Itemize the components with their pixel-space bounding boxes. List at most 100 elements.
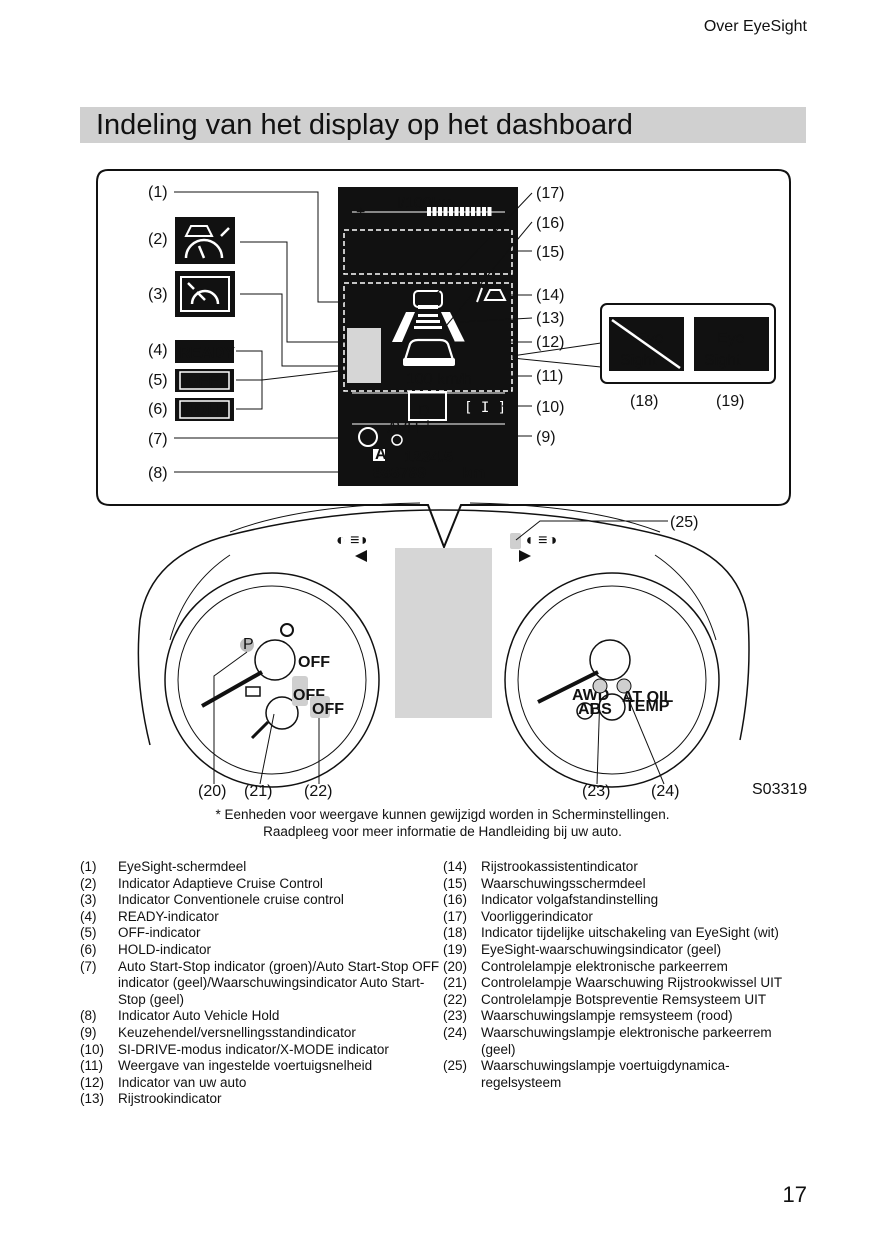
parking-brake-p: P (243, 636, 254, 653)
footnote-manual: Raadpleeg voor meer informatie de Handle… (263, 824, 622, 839)
leader-lines (174, 191, 533, 473)
legend-item: (18)Indicator tijdelijke uitschakeling v… (443, 925, 808, 942)
avh-icon (391, 434, 403, 446)
callout-13: (13) (536, 310, 564, 327)
fuel-bar-segment (487, 207, 492, 216)
legend-number: (16) (443, 892, 468, 908)
callout-4: (4) (148, 342, 168, 359)
legend-number: (25) (443, 1058, 468, 1074)
legend-number: (11) (80, 1058, 104, 1074)
callout-25: (25) (670, 514, 698, 531)
legend-item: (12) Indicator van uw auto (80, 1075, 445, 1092)
legend-text: READY-indicator (118, 908, 219, 924)
svg-text:READY: READY (179, 345, 235, 362)
legend-text: Waarschuwingslampje voertuigdynamica-reg… (481, 1058, 730, 1090)
lane-assist-icon (476, 287, 507, 303)
drive-mode-indicator: [ I ] (464, 400, 506, 416)
callout-11: (11) (536, 368, 563, 385)
legend-text: Waarschuwingsschermdeel (481, 875, 646, 891)
gear-indicator: D (418, 403, 430, 420)
callout-10: (10) (536, 399, 564, 416)
off-small-label: OFF (298, 654, 330, 671)
callout-12: (12) (536, 334, 564, 351)
dashboard-figure: + l/100km 100 k (96, 169, 807, 800)
light-icons-left: ◐ ≡◗ (336, 532, 369, 549)
legend-left-column: (1)EyeSight-schermdeel(2)Indicator Adapt… (80, 859, 445, 1108)
status-indicator-slot (347, 356, 381, 383)
legend-number: (13) (80, 1091, 105, 1107)
eyesight-warning-icon: Eye Sight (694, 317, 769, 371)
legend-text: EyeSight-waarschuwingsindicator (geel) (481, 941, 722, 957)
legend-item: (16)Indicator volgafstandinstelling (443, 892, 808, 909)
svg-text:A: A (375, 446, 387, 463)
legend-item: (14)Rijstrookassistentindicator (443, 859, 808, 876)
legend-item: (5) OFF-indicator (80, 925, 445, 942)
set-speed: 100 km/h (406, 371, 472, 388)
callout-8: (8) (148, 465, 168, 482)
legend-number: (20) (443, 958, 468, 974)
fuel-bar-segment (432, 207, 437, 216)
svg-text:Eye: Eye (717, 330, 745, 347)
fuel-bar-segment (449, 207, 453, 216)
light-icons-right: ◖ ≡◑ (524, 532, 557, 549)
legend-number: (12) (80, 1074, 105, 1090)
turn-left-arrow-icon (355, 550, 367, 562)
callout-18: (18) (630, 393, 658, 410)
cluster-leader-lines (213, 520, 668, 785)
pre-collision-off-text: OFF (312, 701, 344, 718)
legend-number: (5) (80, 925, 97, 941)
legend-item: (21)Controlelampje Waarschuwing Rijstroo… (443, 975, 808, 992)
legend-number: (23) (443, 1008, 468, 1024)
legend-text: Voorliggerindicator (481, 908, 593, 924)
legend-item: (15)Waarschuwingsschermdeel (443, 876, 808, 893)
fuel-plus: + (356, 204, 365, 221)
legend-text: Rijstrookindicator (118, 1091, 222, 1107)
legend-item: (20)Controlelampje elektronische parkeer… (443, 959, 808, 976)
legend-item: (2)Indicator Adaptieve Cruise Control (80, 876, 445, 893)
avh-label: AVH (387, 420, 419, 437)
lead-vehicle-icon (413, 290, 443, 309)
cluster-warning-symbols: P OFF OFF OFF AWD AT OIL TEMP ABS ◐ ≡◗ ◖… (240, 532, 673, 720)
legend-item: (24)Waarschuwingslampje elektronische pa… (443, 1025, 808, 1058)
turn-right-arrow-icon (519, 550, 531, 562)
legend-item: (6)HOLD-indicator (80, 942, 445, 959)
odometer: 886789 (373, 465, 426, 482)
legend-item: (1)EyeSight-schermdeel (80, 859, 445, 876)
legend-item: (25) Waarschuwingslampje voertuigdynamica… (443, 1058, 808, 1091)
fuel-bar-segment (454, 207, 459, 216)
odometer-unit: km (462, 465, 485, 482)
callout-6: (6) (148, 401, 168, 418)
legend-item: (7)Auto Start-Stop indicator (groen)/Aut… (80, 959, 445, 1009)
legend-text: Controlelampje Waarschuwing Rijstrookwis… (481, 975, 783, 991)
callout-17: (17) (536, 185, 564, 202)
callout-labels: (1) (2) (3) (4) (5) (6) (7) (8) (9) (10)… (148, 184, 807, 800)
legend-item: (22)Controlelampje Botspreventie Remsyst… (443, 992, 808, 1009)
callout-9: (9) (536, 429, 556, 446)
callout-2: (2) (148, 231, 168, 248)
callout-1: (1) (148, 184, 168, 201)
legend-text: Weergave van ingestelde voertuigsnelheid (118, 1058, 373, 1074)
legend-number: (19) (443, 941, 468, 957)
legend-item: (3)Indicator Conventionele cruise contro… (80, 892, 445, 909)
legend-number: (6) (80, 941, 97, 957)
legend-text: EyeSight-schermdeel (118, 859, 247, 874)
callout-24: (24) (651, 783, 679, 800)
legend-text: Indicator tijdelijke uitschakeling van E… (481, 925, 779, 941)
fuel-bar-segment (471, 207, 475, 216)
legend-number: (2) (80, 875, 97, 891)
legend-text: Indicator van uw auto (118, 1074, 247, 1090)
legend-text: OFF-indicator (118, 925, 201, 941)
legend-text: Controlelampje Botspreventie Remsysteem … (481, 991, 767, 1007)
page-number: 17 (782, 1182, 807, 1207)
fuel-bar-segment (438, 207, 442, 216)
page-title: Indeling van het display op het dashboar… (96, 109, 633, 141)
svg-text:HOLD: HOLD (183, 402, 228, 419)
trip-meter: 1234.5 (404, 449, 453, 466)
legend-number: (24) (443, 1024, 468, 1040)
eyesight-off-icon: Eye Sight (609, 317, 684, 371)
legend-right-column: (14)Rijstrookassistentindicator(15)Waars… (443, 859, 808, 1091)
legend-text: Indicator Auto Vehicle Hold (118, 1008, 280, 1024)
legend-text: Waarschuwingslampje remsysteem (rood) (481, 1008, 733, 1024)
adaptive-cruise-icon (175, 217, 235, 264)
callout-22: (22) (304, 783, 332, 800)
